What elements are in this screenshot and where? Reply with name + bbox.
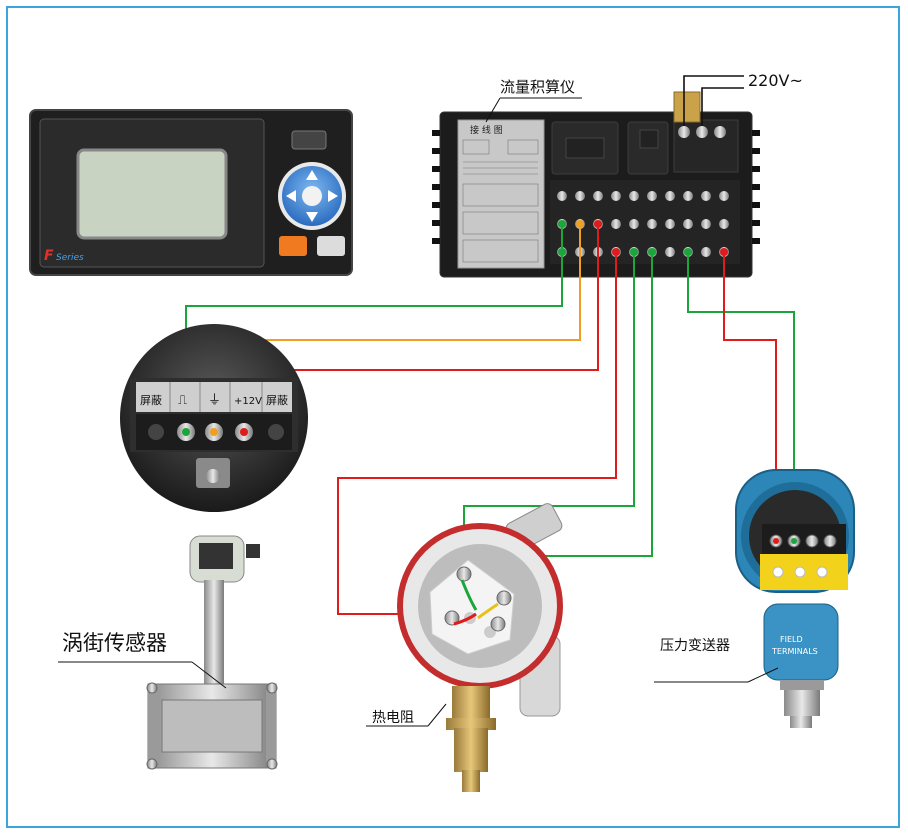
terminal-label-left-shield: 屏蔽 <box>140 394 162 407</box>
function-button[interactable] <box>317 236 345 256</box>
power-terminal-screw <box>696 126 708 138</box>
terminal-block-closeup: 屏蔽 ⎍ ⏚ +12V 屏蔽 <box>120 324 308 512</box>
callout-voltage: 220V~ <box>683 71 803 126</box>
brand-letter: F <box>44 248 54 264</box>
terminal-label-ground: ⏚ <box>208 393 221 408</box>
wire-pressure-minus <box>687 252 795 540</box>
arrow-right-icon <box>328 190 338 202</box>
field-label: FIELD <box>780 635 803 644</box>
power-connector <box>673 91 701 123</box>
label-vortex-sensor: 涡街传感器 <box>62 631 167 655</box>
display-unit: F Series <box>29 109 353 276</box>
callout-pressure-transmitter: 压力变送器 <box>654 638 779 683</box>
arrow-up-icon <box>306 170 318 180</box>
label-rtd: 热电阻 <box>372 710 414 726</box>
label-pressure-transmitter: 压力变送器 <box>660 638 730 654</box>
callout-rtd: 热电阻 <box>366 703 447 727</box>
menu-button[interactable] <box>279 236 307 256</box>
power-terminal-screw <box>714 126 726 138</box>
flow-computer-rear: 接 线 图 <box>432 91 760 278</box>
power-terminal-screw <box>678 126 690 138</box>
lcd-screen <box>76 148 228 240</box>
terminal-label-pulse: ⎍ <box>178 393 187 408</box>
arrow-left-icon <box>286 190 296 202</box>
terminal-label-right-shield: 屏蔽 <box>266 394 288 407</box>
callout-flow-computer: 流量积算仪 <box>485 78 582 123</box>
terminals-label: TERMINALS <box>771 647 818 656</box>
vortex-sensor <box>146 535 278 770</box>
power-switch[interactable] <box>291 130 327 150</box>
pressure-transmitter: FIELD TERMINALS <box>735 469 855 728</box>
arrow-down-icon <box>306 212 318 222</box>
label-voltage: 220V~ <box>748 71 803 90</box>
wire-pressure-plus <box>723 252 777 540</box>
callout-vortex-sensor: 涡街传感器 <box>58 631 227 689</box>
enter-button[interactable] <box>302 186 322 206</box>
wire-rtd-a <box>337 252 617 615</box>
wiring-label-panel <box>457 119 545 269</box>
brand-series: Series <box>56 253 84 263</box>
terminal-rows <box>550 180 740 264</box>
label-flow-computer: 流量积算仪 <box>500 78 575 96</box>
wiring-panel-title: 接 线 图 <box>470 124 503 136</box>
rtd-sensor <box>397 503 563 792</box>
terminal-label-12v: +12V <box>234 396 262 407</box>
